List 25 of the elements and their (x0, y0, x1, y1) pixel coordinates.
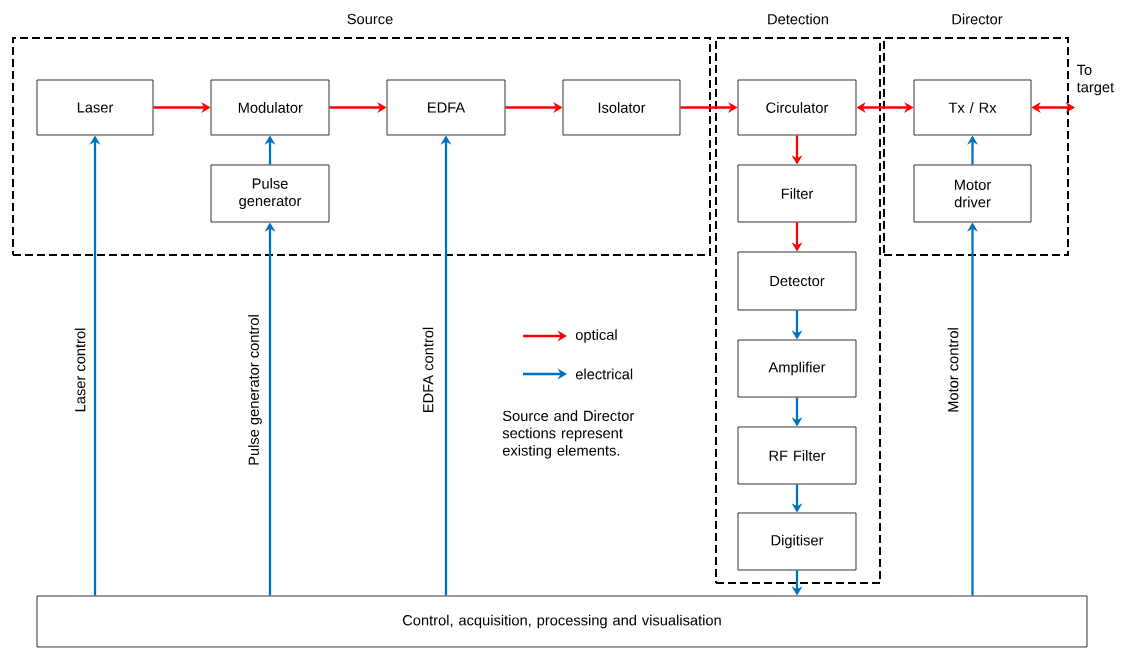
process-box: Motor driver (913, 164, 1032, 223)
group-heading: Detection (768, 13, 828, 25)
target-text: To target (1076, 64, 1115, 96)
legend-label: electrical (575, 368, 633, 380)
legend-label: optical (575, 329, 617, 343)
process-box: Digitiser (737, 512, 857, 571)
process-box: Isolator (562, 79, 681, 136)
note-text: Source and Director sections represent existing elements. (502, 410, 635, 459)
process-box: Amplifier (737, 339, 857, 398)
process-box: RF Filter (737, 426, 857, 485)
edge-label: Pulse generator control (246, 312, 264, 468)
process-box: Pulse generator (210, 164, 330, 223)
edge-label: EDFA control (421, 325, 435, 415)
process-box: Detector (737, 251, 857, 311)
group-heading: Source (347, 13, 393, 25)
group-heading: Director (952, 13, 1003, 25)
process-box: Modulator (210, 79, 330, 136)
process-box: Tx / Rx (913, 79, 1032, 136)
process-box: Filter (737, 164, 857, 223)
edge-label: Motor control (946, 325, 960, 415)
process-box: Laser (36, 79, 154, 136)
process-box: Control, acquisition, processing and visualisation (36, 595, 1088, 648)
process-box: EDFA (386, 79, 506, 136)
process-box: Circulator (737, 79, 857, 136)
edge-label: Laser control (73, 326, 87, 414)
